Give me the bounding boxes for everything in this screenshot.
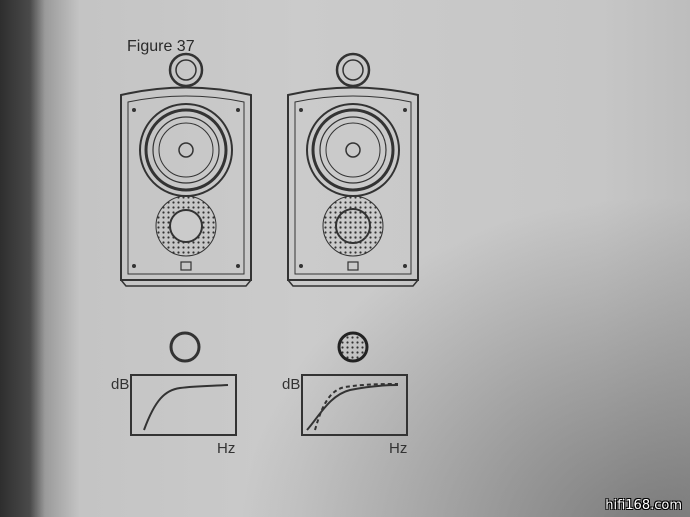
ylabel-plugged: dB: [282, 376, 301, 393]
response-curve-plugged: [306, 384, 399, 431]
graph-frame-open: [130, 374, 237, 436]
ylabel-open: dB: [111, 376, 130, 393]
watermark: hifi168.com: [605, 498, 682, 513]
foam-plug-icon: [337, 331, 369, 363]
xlabel-open: Hz: [217, 440, 236, 457]
figure-title: Figure 37: [127, 38, 195, 55]
response-curve-open: [143, 384, 229, 431]
open-port-icon: [169, 331, 201, 363]
response-curve-open-dashed: [314, 383, 399, 431]
speaker-open-port: [119, 52, 253, 288]
speaker-plugged-port: [286, 52, 420, 288]
xlabel-plugged: Hz: [389, 440, 408, 457]
graph-frame-plugged: [301, 374, 408, 436]
